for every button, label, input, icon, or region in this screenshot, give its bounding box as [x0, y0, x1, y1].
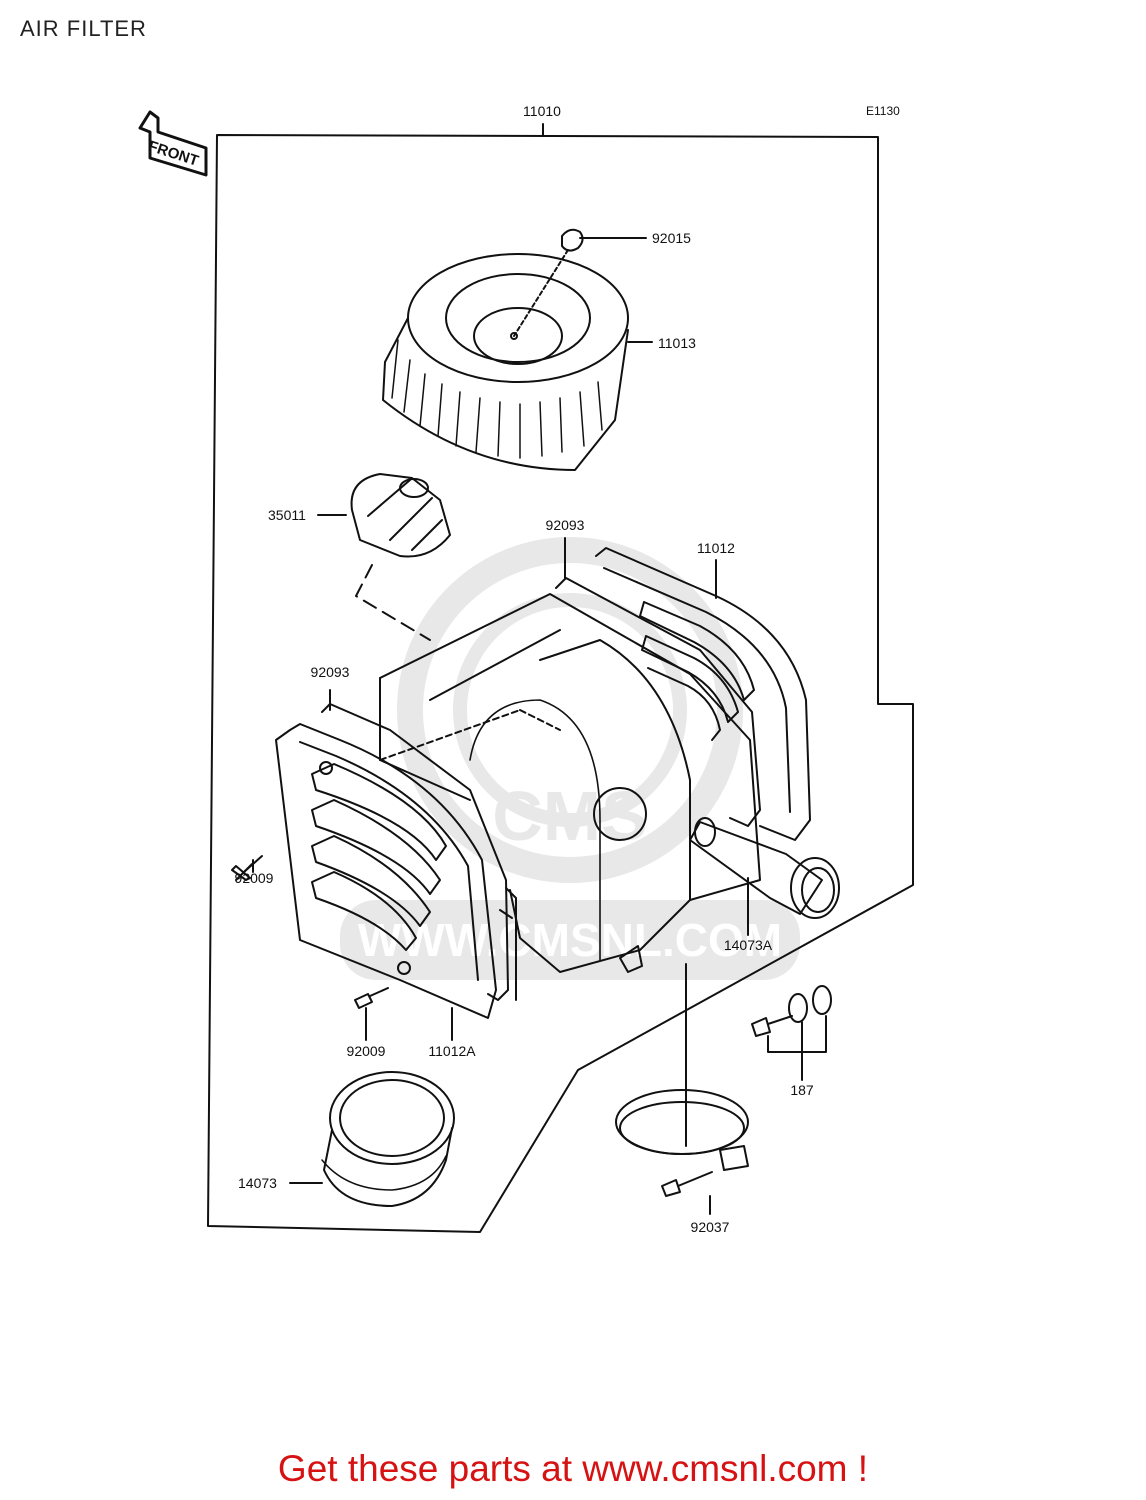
part-number-11012: 11012 — [697, 540, 735, 556]
diagram-code: E1130 — [866, 104, 900, 118]
air-box-housing — [379, 593, 761, 1001]
part-number-92093-rear: 92093 — [546, 517, 585, 533]
part-number-187: 187 — [790, 1082, 814, 1098]
front-cover-part — [275, 689, 509, 1041]
assembly-outline — [207, 134, 914, 1233]
front-arrow-icon: FRONT — [138, 110, 208, 177]
hose-clamp-part — [615, 963, 749, 1215]
part-number-35011: 35011 — [268, 507, 306, 523]
screw-92009-upper — [231, 855, 263, 881]
part-number-11012A: 11012A — [428, 1043, 476, 1059]
intake-boot-part — [289, 1071, 455, 1207]
rear-cover-part — [555, 537, 811, 841]
watermark-brand: CMS — [492, 777, 648, 855]
watermark-logo: CMS WWW.CMSNL.COM — [340, 537, 800, 980]
page-title: AIR FILTER — [20, 16, 147, 41]
part-number-14073: 14073 — [238, 1175, 277, 1191]
part-number-92009-lower: 92009 — [347, 1043, 386, 1059]
part-number-92037: 92037 — [691, 1219, 730, 1235]
bolt-washer-part — [751, 985, 832, 1081]
intake-duct-part — [689, 817, 840, 936]
part-number-14073A: 14073A — [724, 937, 773, 953]
part-number-11010: 11010 — [523, 103, 561, 119]
footer-promo-link[interactable]: Get these parts at www.cmsnl.com ! — [277, 1448, 869, 1489]
part-number-92093-front: 92093 — [311, 664, 350, 680]
part-number-11013: 11013 — [658, 335, 696, 351]
part-number-92009-upper: 92009 — [235, 870, 274, 886]
filter-holder-part — [317, 473, 451, 641]
part-number-92015: 92015 — [652, 230, 691, 246]
wing-nut-part — [513, 228, 647, 337]
filter-element-part — [382, 253, 653, 471]
watermark-text: WWW.CMSNL.COM — [358, 914, 782, 966]
screw-92009-lower — [354, 987, 389, 1041]
